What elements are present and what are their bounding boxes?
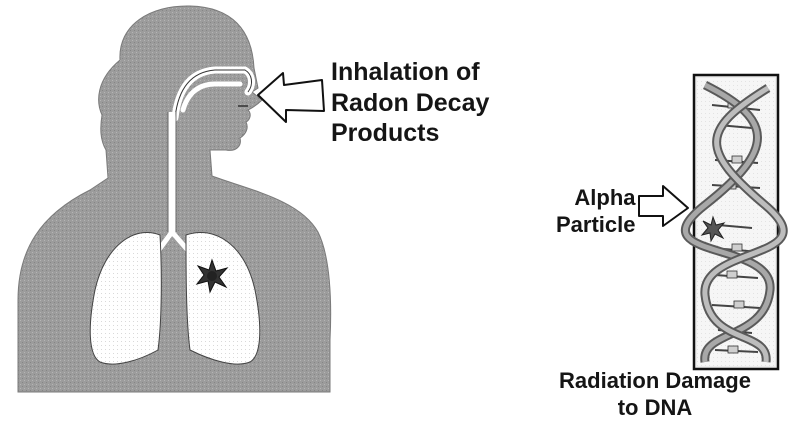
radiation-damage-label: Radiation Damage to DNA	[520, 368, 790, 422]
dna-helix-icon	[685, 75, 783, 369]
alpha-line-2: Particle	[556, 212, 636, 239]
arrow-icon	[258, 73, 324, 122]
human-silhouette	[18, 6, 331, 392]
inhalation-line-2: Radon Decay	[331, 88, 489, 119]
damage-line-2: to DNA	[520, 395, 790, 422]
alpha-particle-label: Alpha Particle	[556, 185, 636, 239]
alpha-line-1: Alpha	[556, 185, 636, 212]
inhalation-line-1: Inhalation of	[331, 57, 489, 88]
inhalation-line-3: Products	[331, 118, 489, 149]
damage-line-1: Radiation Damage	[520, 368, 790, 395]
inhalation-label: Inhalation of Radon Decay Products	[331, 57, 489, 149]
alpha-arrow-icon	[639, 186, 688, 226]
